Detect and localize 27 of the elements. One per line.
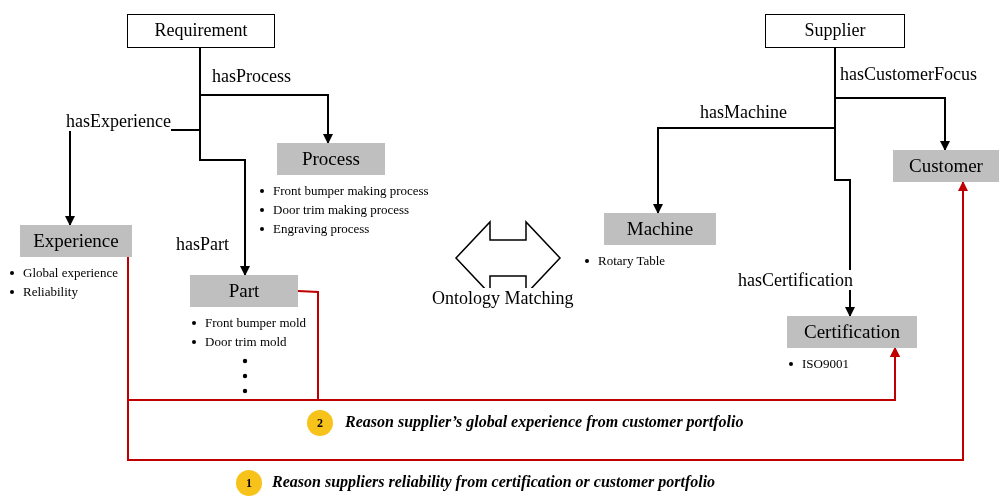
edge-label: hasExperience (66, 111, 171, 131)
arrow (834, 47, 855, 317)
class-box: Machine (604, 213, 716, 245)
class-box: Customer (893, 150, 999, 182)
list-item: Global experience (23, 265, 118, 281)
class-box: Certification (787, 316, 917, 348)
number-badge: 2 (307, 410, 333, 436)
arrow (297, 290, 900, 401)
concept-box: Requirement (127, 14, 275, 48)
list-item: Rotary Table (598, 253, 666, 269)
list-item: Front bumper making process (273, 183, 429, 199)
list-item: Reliability (23, 284, 78, 300)
concept-box: Supplier (765, 14, 905, 48)
list-item: Engraving process (273, 221, 370, 237)
edge-label: Reason suppliers reliability from certification or customer portfolio (272, 472, 716, 492)
class-box: Experience (20, 225, 132, 257)
list-item: Door trim mold (205, 334, 287, 350)
list-item: ISO9001 (802, 356, 849, 372)
number-badge: 1 (236, 470, 262, 496)
arrow (127, 181, 968, 461)
list-item: Door trim making process (273, 202, 410, 218)
list-item: Front bumper mold (205, 315, 307, 331)
caption-text: Ontology Matching (432, 288, 574, 308)
class-box: Process (277, 143, 385, 175)
class-box: Part (190, 275, 298, 307)
edge-label: hasCertification (738, 270, 853, 290)
arrow (199, 47, 250, 276)
